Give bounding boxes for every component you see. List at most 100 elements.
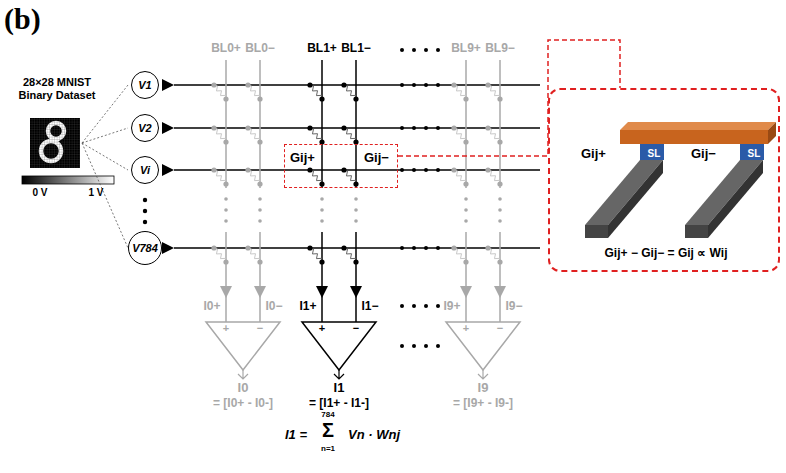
amplifier-sign: + [223,322,229,335]
formula-part: 784 [321,410,334,419]
ellipsis-dot [354,219,358,223]
switching-layer [640,144,664,160]
switching-layer [740,144,764,160]
junction-dot [463,259,468,264]
ellipsis-dot [424,246,428,250]
memristor-symbol [488,248,500,262]
junction-dot [463,181,468,186]
inset-label: SL [647,148,662,160]
input-leader [82,143,128,248]
junction-dot [485,125,490,130]
junction-dot [353,96,358,101]
junction-dot [223,96,228,101]
ellipsis-dot [436,83,440,87]
output-line [238,370,248,379]
memristor-symbol [248,170,260,184]
inset-label: Gij+ − Gij− = Gij ∝ Wij [604,247,729,261]
junction-dot [257,96,262,101]
device-pair-box: Gij+Gij− [284,144,398,188]
current-label: I9− [505,300,522,314]
junction-dot [497,181,502,186]
amplifier-symbol [446,322,520,370]
memristor-symbol [310,248,322,262]
junction-dot [451,167,456,172]
buffer-symbol [162,242,174,254]
junction-dot [319,259,324,264]
ellipsis-dot [412,83,416,87]
voltage-label: Vi [140,164,150,177]
memristor-symbol [344,85,356,99]
junction-dot [485,245,490,250]
ellipsis-dot [464,208,468,212]
memristor-symbol [248,128,260,142]
junction-dot [341,82,346,87]
ellipsis-dot [258,219,262,223]
memristor-symbol [248,85,260,99]
ellipsis-dot [320,197,324,201]
junction-dot [341,125,346,130]
junction-dot [307,245,312,250]
ellipsis-dot [498,208,502,212]
junction-dot [485,82,490,87]
ellipsis-dot [354,208,358,212]
current-arrow [350,286,362,298]
ellipsis-dot [400,83,404,87]
memristor-symbol [344,128,356,142]
output-line [478,370,488,379]
memristor-symbol [310,85,322,99]
ellipsis-dot [400,246,404,250]
junction-dot [223,259,228,264]
word-line [174,84,540,86]
amplifier-symbol [206,322,280,370]
ellipsis-dot [320,219,324,223]
memristor-symbol [214,85,226,99]
junction-dot [485,167,490,172]
ellipsis-dot [436,304,440,308]
bit-line [465,60,467,188]
junction-dot [451,125,456,130]
buffer-symbol [162,164,174,176]
ellipsis-dot [424,83,428,87]
scale-label: 1 V [88,187,103,199]
memristor-symbol [310,170,322,184]
junction-dot [257,181,262,186]
ellipsis-dot [224,219,228,223]
ellipsis-dot [224,208,228,212]
ellipsis-dot [258,208,262,212]
inset-label: Gij+ [580,147,607,162]
memristor-symbol [488,128,500,142]
input-voltage-circle: V2 [131,114,159,142]
junction-dot [223,139,228,144]
junction-dot [211,125,216,130]
ellipsis-dot [412,168,416,172]
memristor-symbol [248,248,260,262]
junction-dot [497,259,502,264]
bit-line [259,60,261,188]
bit-line [225,60,227,188]
amplifier-sign: + [319,322,325,335]
ellipsis-dot [258,197,262,201]
memristor-symbol [454,248,466,262]
memristor-symbol [214,128,226,142]
ellipsis-dot [436,126,440,130]
output-label: = [I1+ - I1-] [309,397,369,411]
memristor-symbol [454,170,466,184]
current-label: I0+ [203,300,220,314]
bit-line-label: BL1− [341,42,371,56]
current-arrow [494,286,506,298]
bit-line [465,232,467,322]
ellipsis-dot [400,168,404,172]
ellipsis-dot [143,209,147,213]
voltage-label: V2 [138,122,151,135]
ellipsis-dot [400,126,404,130]
junction-dot [307,167,312,172]
bit-line [499,232,501,322]
dataset-label: 28×28 MNIST Binary Dataset [11,76,103,101]
amplifier-sign: − [497,322,503,335]
ellipsis-dot [400,344,404,348]
bit-line-label: BL1+ [307,42,337,56]
output-label: I9 [478,381,489,396]
ellipsis-dot [464,197,468,201]
inset-crossbar [585,122,776,238]
